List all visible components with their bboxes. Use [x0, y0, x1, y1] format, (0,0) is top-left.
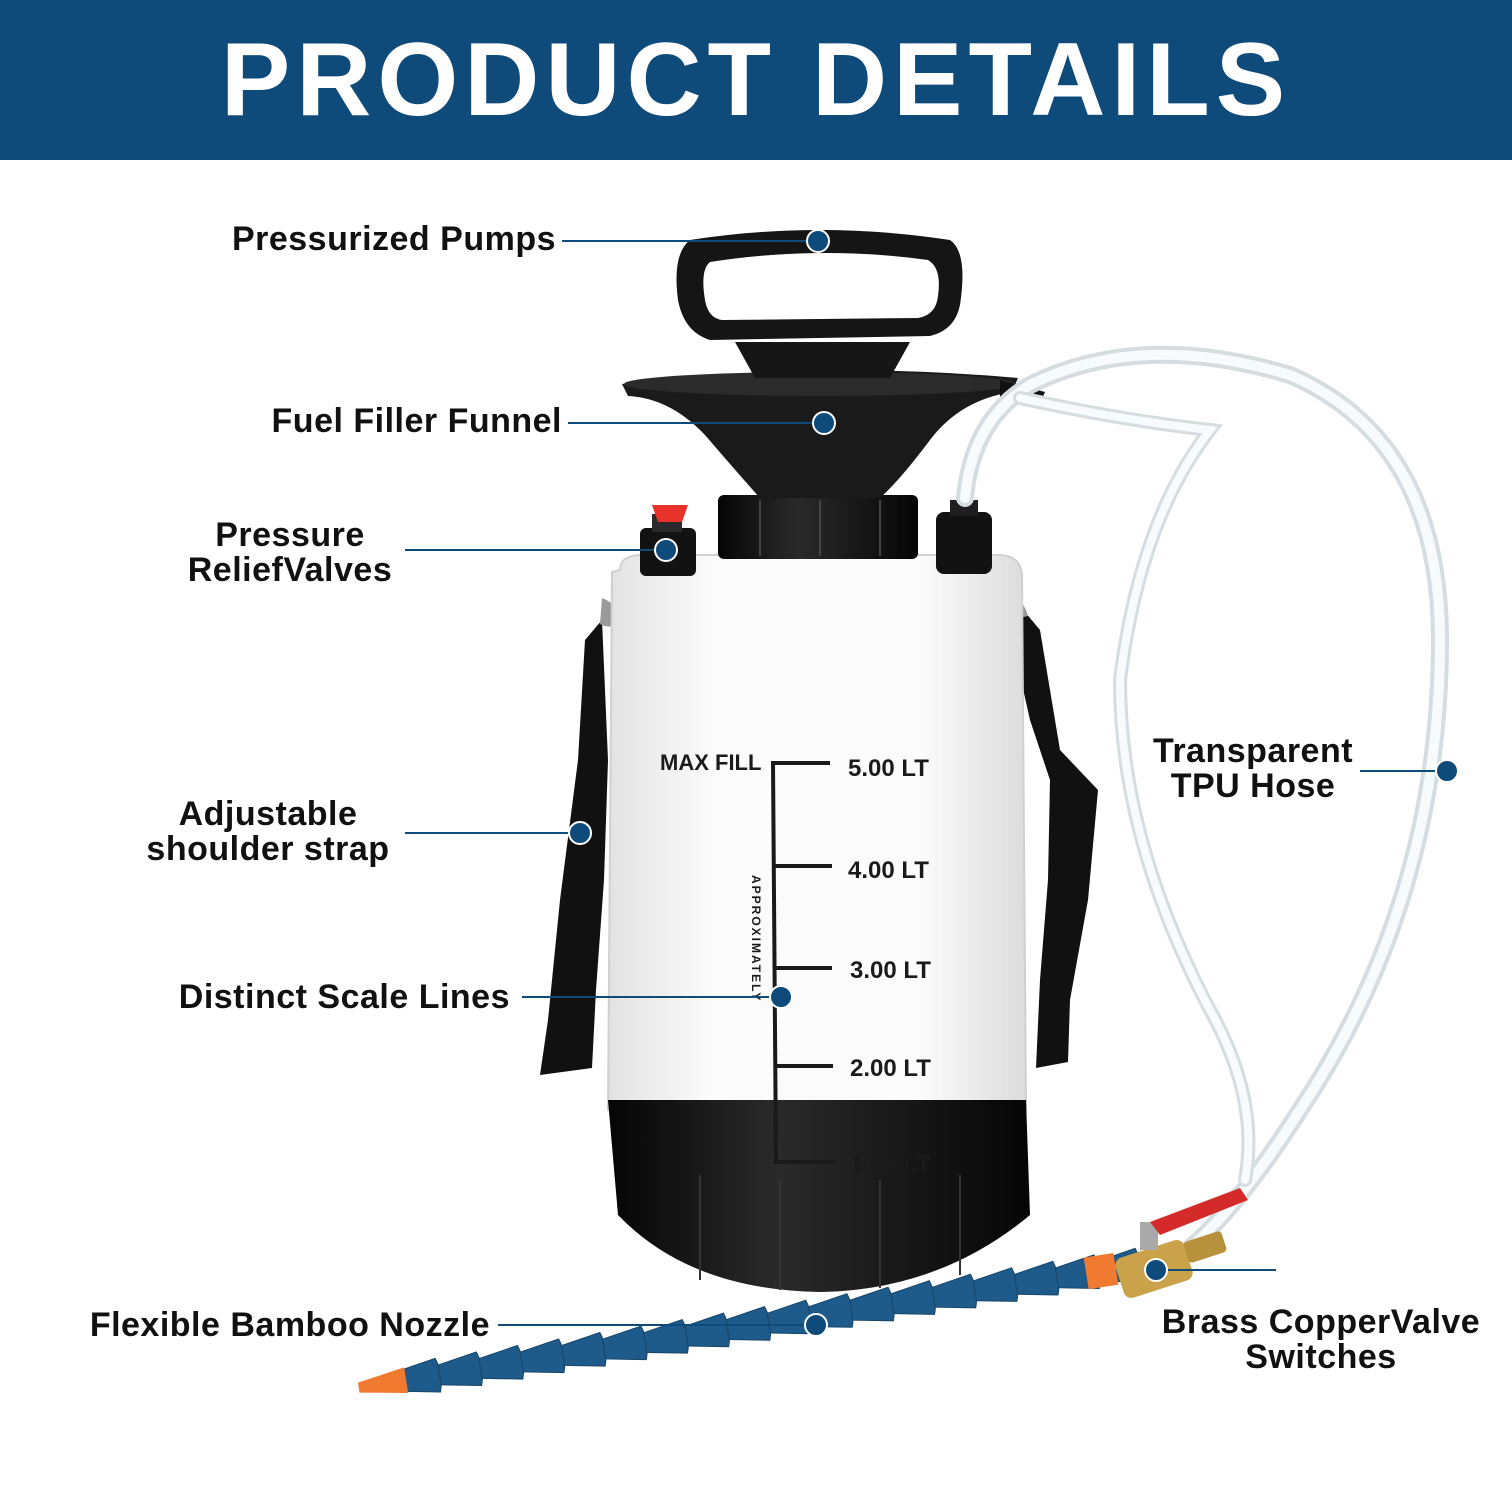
label-pressure-relief-valves: Pressure ReliefValves: [170, 518, 410, 588]
label-distinct-scale-lines: Distinct Scale Lines: [100, 980, 510, 1015]
page-title: PRODUCT DETAILS: [220, 22, 1292, 138]
label-pressurized-pumps: Pressurized Pumps: [150, 222, 556, 257]
nozzle-segment: [602, 1325, 648, 1361]
scale-mark-1: 1.00 LT: [850, 1151, 931, 1178]
label-line: Pressurized Pumps: [231, 220, 556, 258]
transparent-hose: [956, 345, 1450, 1269]
label-transparent-tpu-hose: Transparent TPU Hose: [1140, 734, 1366, 804]
tank-body: [606, 554, 1030, 1292]
brass-valve: [1115, 1188, 1248, 1299]
scale-lines: MAX FILL 5.00 LT 4.00 LT 3.00 LT 2.00 LT…: [660, 750, 931, 1178]
label-line: shoulder strap: [146, 830, 390, 868]
label-adjustable-shoulder-strap: Adjustable shoulder strap: [130, 797, 406, 867]
nozzle-segment: [560, 1331, 607, 1367]
callout-leaders: [405, 229, 1459, 1337]
nozzle-segment: [684, 1312, 731, 1348]
label-line: Fuel Filler Funnel: [271, 402, 562, 440]
label-fuel-filler-funnel: Fuel Filler Funnel: [150, 404, 562, 439]
nozzle-segment: [725, 1306, 772, 1341]
label-flexible-bamboo-nozzle: Flexible Bamboo Nozzle: [40, 1308, 490, 1343]
scale-mark-5: 5.00 LT: [848, 755, 929, 782]
nozzle-segment: [519, 1338, 566, 1374]
label-line: Flexible Bamboo Nozzle: [89, 1306, 490, 1344]
nozzle-segment: [972, 1267, 1019, 1302]
label-line: Adjustable: [178, 795, 358, 833]
scale-mark-2: 2.00 LT: [850, 1055, 931, 1082]
label-line: TPU Hose: [1170, 767, 1336, 805]
label-line: Switches: [1245, 1338, 1397, 1376]
max-fill-label: MAX FILL: [660, 750, 761, 775]
nozzle-segment: [849, 1286, 895, 1322]
label-line: Brass CopperValve: [1161, 1303, 1481, 1341]
nozzle-segment: [890, 1280, 936, 1315]
label-line: ReliefValves: [187, 551, 393, 589]
nozzle-tip: [357, 1367, 409, 1394]
title-banner: PRODUCT DETAILS: [0, 0, 1512, 160]
label-line: Distinct Scale Lines: [178, 978, 510, 1016]
scale-mark-3: 3.00 LT: [850, 957, 931, 984]
label-brass-copper-valve-switches: Brass CopperValve Switches: [1146, 1305, 1496, 1375]
label-line: Pressure: [215, 516, 365, 554]
nozzle-segment: [437, 1351, 484, 1387]
nozzle-segment: [478, 1344, 525, 1380]
scale-mark-4: 4.00 LT: [848, 857, 929, 884]
nozzle-segment: [1013, 1260, 1060, 1296]
nozzle-connector: [1083, 1253, 1119, 1290]
nozzle-segment: [931, 1273, 978, 1309]
approximately-vertical-text: APPROXIMATELY: [749, 875, 763, 1002]
label-line: Transparent: [1152, 732, 1354, 770]
